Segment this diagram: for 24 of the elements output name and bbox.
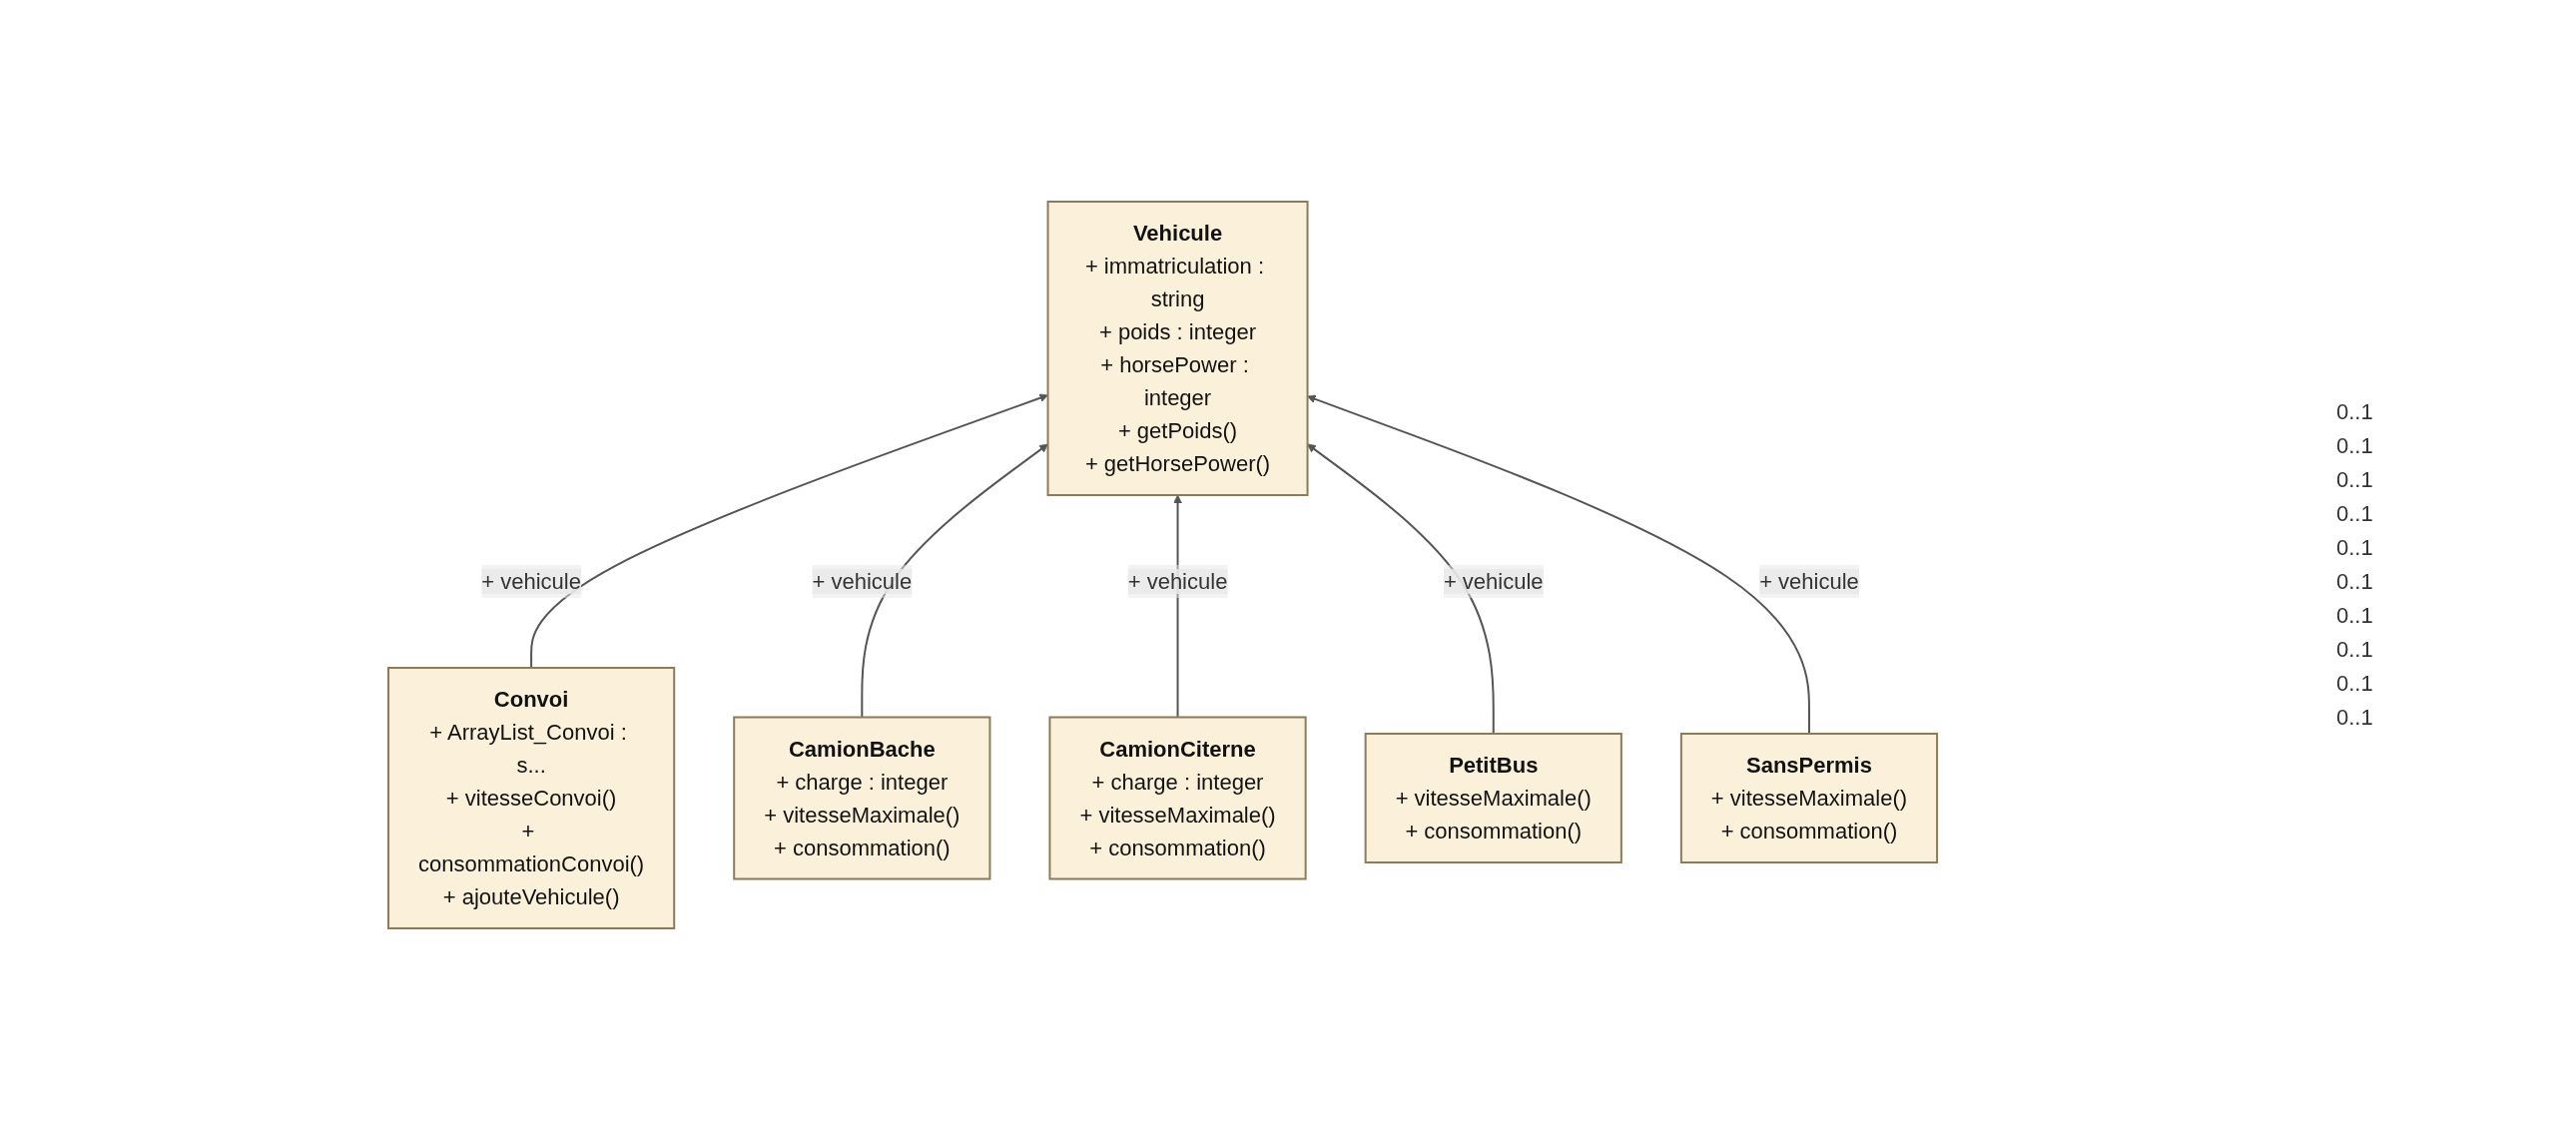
multiplicity-label: 0..1 (2336, 500, 2374, 527)
node-box: Vehicule + immatriculation : string + poids : integer + horsePower : integer + getPoids() + getHorsePower() (1047, 200, 1309, 496)
arrow (1307, 443, 1496, 735)
multiplicity-label: 0..1 (2336, 432, 2374, 459)
multiplicity-label: 0..1 (2336, 670, 2374, 697)
node-box: Convoi + ArrayList_Convoi : s... + vitesseConvoi() + consommationConvoi() + ajouteVehicule() (387, 666, 676, 929)
edge-label: + vehicule (1444, 568, 1545, 594)
node-box: PetitBus + vitesseMaximale() + consommation() (1365, 732, 1623, 863)
node-box: CamionBache + charge : integer + vitesseMaximale() + consommation() (733, 716, 991, 879)
multiplicity-label: 0..1 (2336, 466, 2374, 493)
edge-label: + vehicule (1759, 568, 1860, 594)
multiplicity-label: 0..1 (2336, 704, 2374, 731)
multiplicity-label: 0..1 (2336, 602, 2374, 629)
multiplicity-label: 0..1 (2336, 636, 2374, 663)
node-box: SansPermis + vitesseMaximale() + consommation() (1680, 732, 1939, 863)
edge-label: + vehicule (812, 568, 913, 594)
multiplicity-label: 0..1 (2336, 534, 2374, 561)
multiplicity-label: 0..1 (2336, 568, 2374, 595)
node-box: CamionCiterne + charge : integer + vitesseMaximale() + consommation() (1048, 716, 1308, 879)
edge-label: + vehicule (1128, 568, 1228, 594)
arrow (1307, 394, 1811, 735)
arrow (1173, 494, 1183, 718)
multiplicity-label: 0..1 (2336, 398, 2374, 425)
edge-label: + vehicule (481, 568, 582, 594)
